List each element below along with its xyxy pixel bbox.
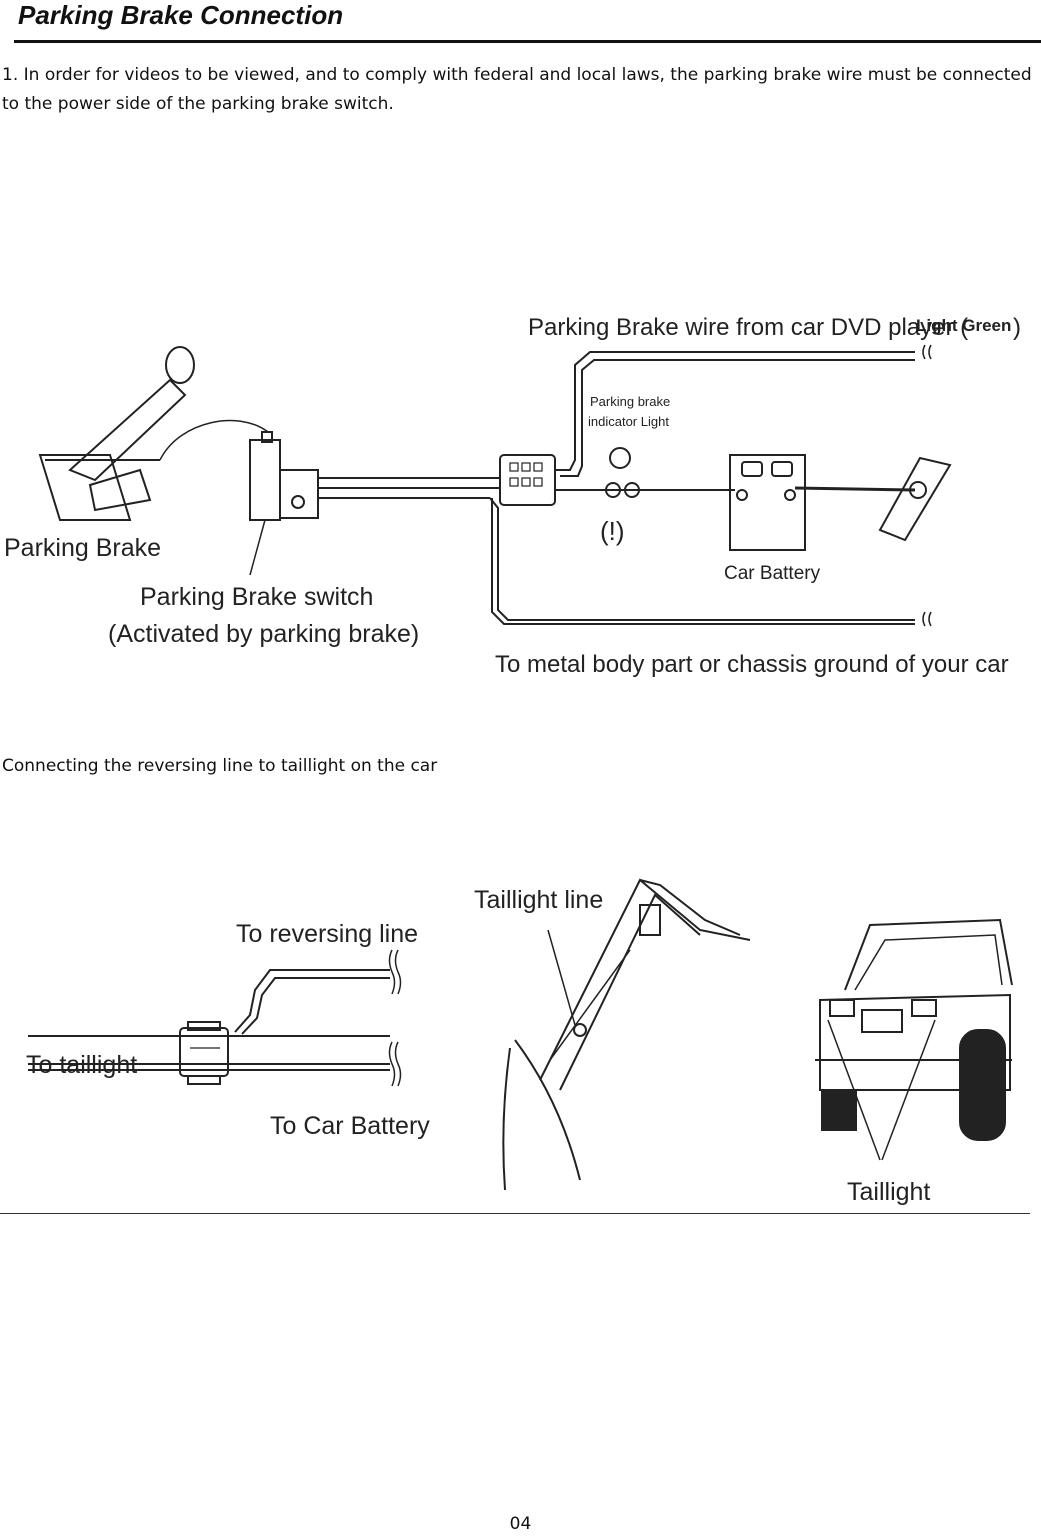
top-wire-close-paren: ) (1013, 314, 1021, 341)
top-wire-color-label: Light Green (916, 316, 1011, 335)
indicator-label-line2: indicator Light (588, 414, 669, 429)
to-taillight-label: To taillight (26, 1051, 137, 1079)
taillight-label: Taillight (847, 1178, 930, 1206)
indicator-label-line1: Parking brake (590, 394, 670, 409)
brake-cable (159, 419, 269, 461)
taillight-line-label: Taillight line (474, 886, 603, 914)
title-divider (14, 40, 1041, 43)
parking-brake-label: Parking Brake (4, 534, 161, 562)
parking-brake-diagram: Parking Brake wire from car DVD player (… (4, 314, 1021, 678)
switch-label-line2: (Activated by parking brake) (108, 620, 419, 648)
page-number: 04 (509, 1514, 532, 1534)
intro-paragraph: 1. In order for videos to be viewed, and… (2, 65, 1032, 114)
to-car-battery-label: To Car Battery (270, 1112, 430, 1140)
page-title: Parking Brake Connection (18, 0, 344, 30)
parking-brake-lever-illustration (38, 346, 195, 521)
indicator-symbol: (!) (600, 516, 625, 546)
section-heading-reversing: Connecting the reversing line to taillig… (2, 756, 438, 776)
bottom-divider (0, 1213, 1030, 1214)
car-rear-illustration (815, 918, 1013, 1141)
connector-illustration (499, 454, 556, 506)
reversing-line-label: To reversing line (236, 920, 418, 948)
dvd-player-wire (556, 351, 915, 471)
ground-wire (489, 497, 915, 621)
connector-illustration-2 (179, 1021, 229, 1085)
indicator-light-icon (609, 447, 631, 469)
trunk-illustration (502, 878, 751, 1191)
chassis-plate-illustration (878, 456, 952, 542)
battery-label: Car Battery (724, 563, 821, 584)
top-wire-label: Parking Brake wire from car DVD player ( (528, 314, 968, 341)
ground-label: To metal body part or chassis ground of … (495, 651, 1009, 678)
reversing-line-wire (234, 969, 390, 1033)
car-battery-illustration (729, 454, 806, 551)
switch-label-line1: Parking Brake switch (140, 583, 373, 611)
